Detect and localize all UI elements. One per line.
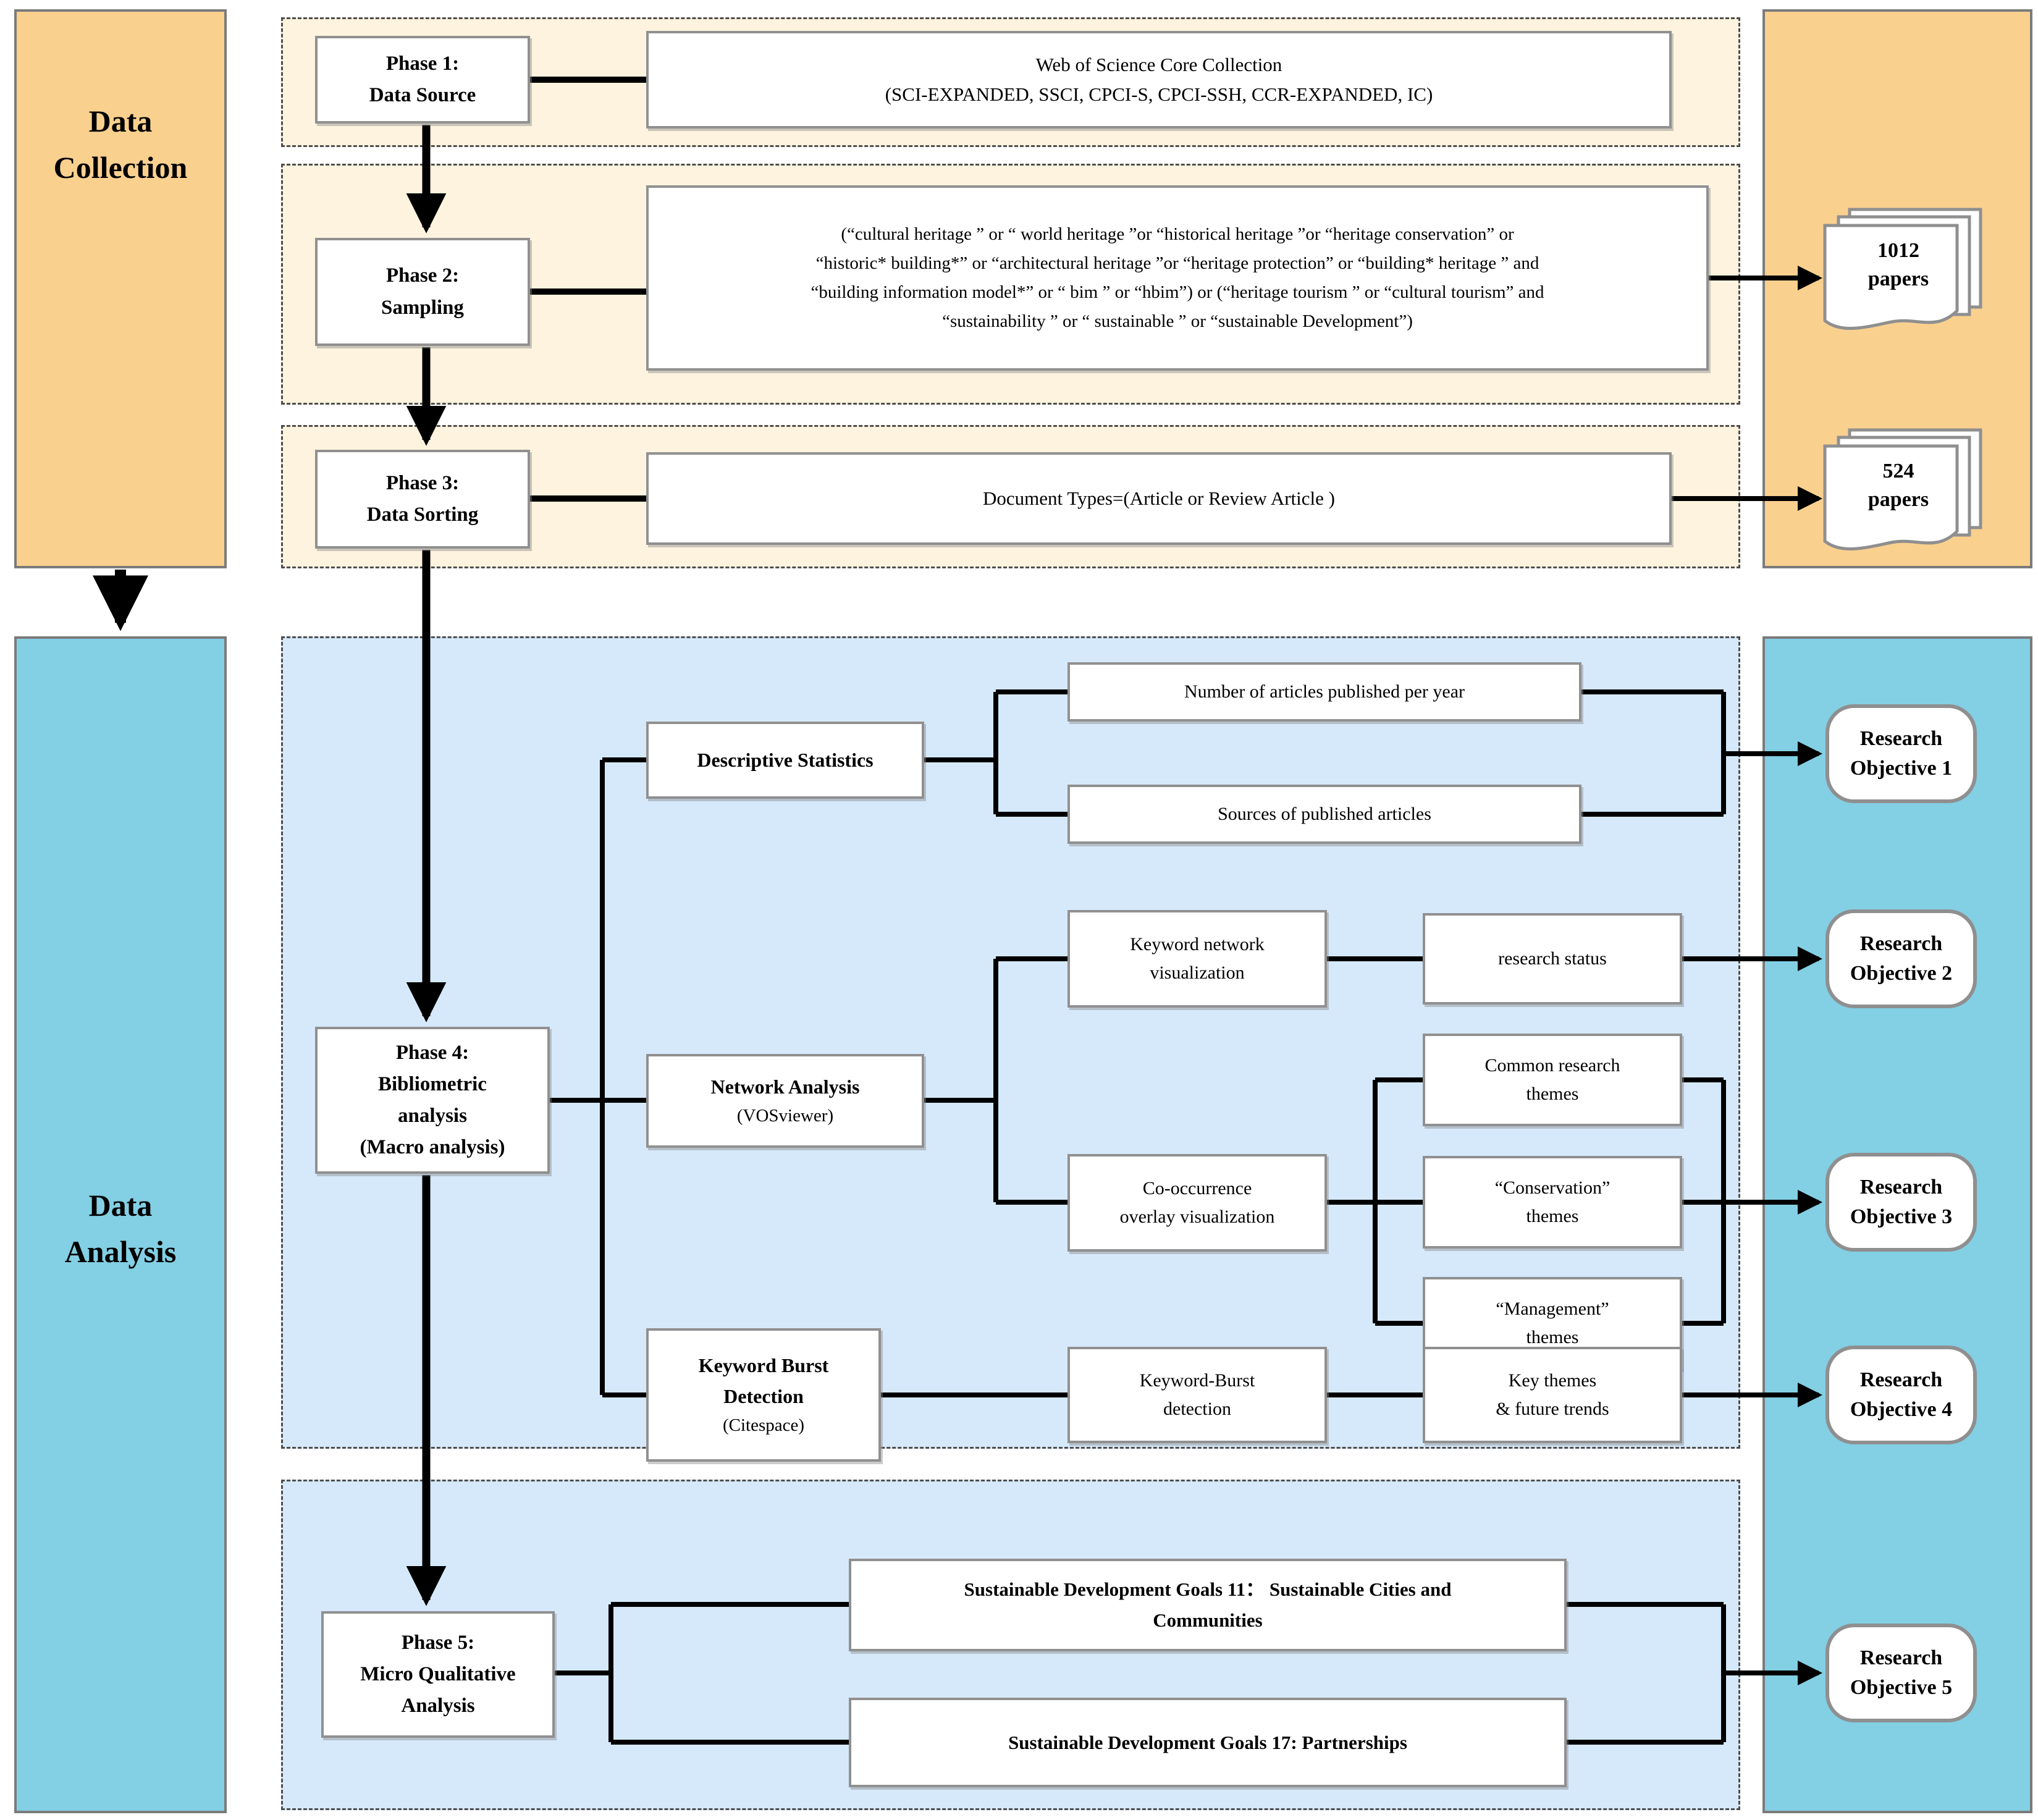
cooccurrence-box: Co-occurrence overlay visualization [1067, 1154, 1327, 1252]
keyword-burst-box: Keyword Burst Detection (Citespace) [646, 1328, 881, 1462]
research-objective-3: Research Objective 3 [1825, 1153, 1977, 1252]
keyword-burst-title: Keyword Burst Detection [698, 1354, 829, 1407]
key-themes-box: Key themes & future trends [1423, 1347, 1682, 1443]
phase4-box: Phase 4: Bibliometric analysis (Macro an… [315, 1027, 550, 1174]
network-analysis-box: Network Analysis (VOSviewer) [646, 1054, 924, 1148]
sdg11-box: Sustainable Development Goals 11： Sustai… [849, 1559, 1567, 1651]
keyword-burst-tool: (Citespace) [722, 1415, 805, 1436]
papers-stack-icon [1823, 208, 1982, 330]
phase5-box: Phase 5: Micro Qualitative Analysis [321, 1611, 555, 1738]
papers-524-label: 524 papers [1867, 460, 1929, 511]
research-objective-5: Research Objective 5 [1825, 1624, 1977, 1722]
keyword-network-box: Keyword network visualization [1067, 910, 1327, 1008]
research-objective-1: Research Objective 1 [1825, 704, 1977, 803]
research-objective-4: Research Objective 4 [1825, 1346, 1977, 1444]
descriptive-statistics-box: Descriptive Statistics [646, 722, 924, 799]
common-themes-box: Common research themes [1423, 1034, 1682, 1126]
network-analysis-title: Network Analysis [710, 1075, 860, 1098]
phase-row-links [530, 77, 646, 502]
descriptive-statistics-label: Descriptive Statistics [697, 748, 874, 771]
branch-wiring [550, 689, 1726, 1745]
document-types-box: Document Types=(Article or Review Articl… [646, 452, 1672, 545]
papers-stack-icon [1823, 428, 1982, 550]
data-collection-rail: Data Collection [14, 9, 227, 568]
phase2-box: Phase 2: Sampling [315, 238, 530, 346]
output-arrows [1672, 266, 1822, 1685]
data-analysis-label: Data Analysis [64, 1188, 177, 1269]
research-status-box: research status [1423, 913, 1682, 1005]
research-objective-2: Research Objective 2 [1825, 909, 1977, 1008]
articles-per-year-box: Number of articles published per year [1067, 662, 1581, 722]
papers-1012-label: 1012 papers [1867, 239, 1929, 290]
keyword-burst-detection-box: Keyword-Burst detection [1067, 1347, 1327, 1443]
papers-1012-stack: 1012 papers [1822, 207, 2002, 355]
phase1-box: Phase 1: Data Source [315, 36, 530, 124]
phase3-box: Phase 3: Data Sorting [315, 450, 530, 549]
search-query-box: (“cultural heritage ” or “ world heritag… [646, 185, 1709, 371]
data-analysis-rail: Data Analysis [14, 636, 227, 1813]
conservation-themes-box: “Conservation” themes [1423, 1156, 1682, 1249]
sources-of-articles-box: Sources of published articles [1067, 785, 1581, 844]
data-source-box: Web of Science Core Collection (SCI-EXPA… [646, 31, 1672, 128]
data-collection-label: Data Collection [53, 104, 188, 185]
sdg17-box: Sustainable Development Goals 17: Partne… [849, 1698, 1567, 1787]
network-analysis-tool: (VOSviewer) [736, 1106, 834, 1126]
papers-524-stack: 524 papers [1822, 428, 2002, 576]
